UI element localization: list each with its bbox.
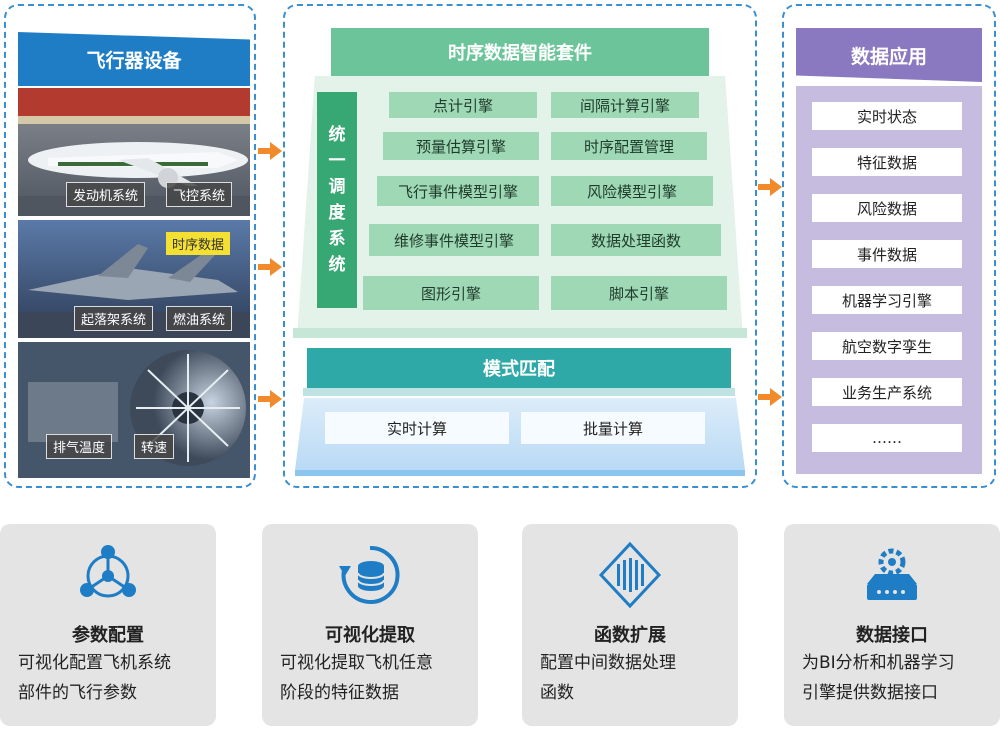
card-desc-line: 可视化配置飞机系统 (18, 653, 171, 673)
apps-title: 数据应用 (796, 28, 982, 82)
app-item: 特征数据 (812, 148, 962, 176)
app-item: 航空数字孪生 (812, 332, 962, 360)
suite-panel: 时序数据智能套件 统 一 调 度 系 统 点计引擎 间隔计算引擎 预量估算引擎 … (283, 4, 757, 488)
side-char: 统 (328, 255, 346, 275)
card-desc: 可视化配置飞机系统 部件的飞行参数 (18, 648, 206, 708)
card-desc: 可视化提取飞机任意 阶段的特征数据 (280, 648, 468, 708)
timeseries-tag: 时序数据 (166, 232, 231, 255)
aircraft-panel: 飞行器设备 发动机系统 飞控系统 时序数据 起落架系统 燃油系 (4, 4, 256, 488)
card-title: 参数配置 (72, 625, 144, 646)
engine-cell: 脚本引擎 (551, 276, 727, 310)
flight-control-label: 飞控系统 (166, 182, 233, 207)
card-desc-line: 阶段的特征数据 (280, 683, 399, 703)
landing-gear-label: 起落架系统 (74, 306, 154, 331)
engine-cell: 图形引擎 (363, 276, 539, 310)
side-char: 调 (328, 177, 346, 197)
side-char: 统 (328, 125, 346, 145)
pattern-base (303, 388, 735, 396)
exhaust-temp-label: 排气温度 (46, 434, 113, 459)
app-item: 风险数据 (812, 194, 962, 222)
app-item: 实时状态 (812, 102, 962, 130)
database-refresh-icon (339, 545, 400, 604)
card-desc-line: 可视化提取飞机任意 (280, 653, 433, 673)
side-char: 系 (328, 229, 346, 249)
side-char: 一 (328, 151, 346, 171)
aircraft-title: 飞行器设备 (18, 32, 250, 86)
engine-cell: 点计引擎 (389, 92, 537, 118)
engine-cell: 预量估算引擎 (383, 132, 539, 160)
realtime-compute-cell: 实时计算 (325, 412, 509, 444)
suite-title: 时序数据智能套件 (331, 28, 709, 76)
card-data-interface: 数据接口 为BI分析和机器学习 引擎提供数据接口 (784, 524, 1000, 726)
diamond-bars-icon (598, 541, 662, 609)
server-gear-icon (867, 548, 917, 600)
batch-compute-cell: 批量计算 (521, 412, 705, 444)
engine-cell: 风险模型引擎 (551, 176, 713, 206)
aircraft-photo: 发动机系统 飞控系统 (18, 88, 250, 216)
engine-cell: 飞行事件模型引擎 (377, 176, 539, 206)
input-arrows (258, 142, 282, 408)
card-title: 数据接口 (856, 625, 928, 646)
fuel-system-label: 燃油系统 (166, 306, 233, 331)
output-arrows (758, 178, 782, 406)
card-visual-extract: 可视化提取 可视化提取飞机任意 阶段的特征数据 (262, 524, 478, 726)
card-desc: 为BI分析和机器学习 引擎提供数据接口 (802, 648, 990, 708)
engine-cell: 时序配置管理 (551, 132, 707, 160)
card-desc-line: 配置中间数据处理 (540, 653, 676, 673)
app-item: 业务生产系统 (812, 378, 962, 406)
card-parameter-config: 参数配置 可视化配置飞机系统 部件的飞行参数 (0, 524, 216, 726)
suite-base (293, 328, 747, 338)
fighter-photo: 时序数据 起落架系统 燃油系统 (18, 220, 250, 338)
engine-photo: 排气温度 转速 (18, 342, 250, 478)
apps-panel: 数据应用 实时状态 特征数据 风险数据 事件数据 机器学习引擎 航空数字孪生 业… (782, 4, 996, 488)
compute-base (295, 470, 745, 476)
card-title: 可视化提取 (325, 625, 415, 646)
card-desc-line: 引擎提供数据接口 (802, 683, 938, 703)
card-function-extension: 函数扩展 配置中间数据处理 函数 (522, 524, 738, 726)
card-desc: 配置中间数据处理 函数 (540, 648, 728, 708)
app-item: 机器学习引擎 (812, 286, 962, 314)
card-title: 函数扩展 (594, 625, 666, 646)
network-nodes-icon (80, 545, 136, 598)
side-char: 度 (328, 203, 346, 223)
pattern-matching-bar: 模式匹配 (307, 348, 731, 388)
engine-cell: 数据处理函数 (551, 224, 721, 256)
engine-cell: 间隔计算引擎 (551, 92, 699, 118)
app-item: …… (812, 424, 962, 452)
apps-body (796, 86, 982, 474)
card-desc-line: 函数 (540, 683, 574, 703)
app-item: 事件数据 (812, 240, 962, 268)
card-desc-line: 为BI分析和机器学习 (802, 653, 955, 673)
engine-system-label: 发动机系统 (66, 182, 146, 207)
unified-scheduling-label: 统 一 调 度 系 统 (317, 92, 357, 308)
rotation-speed-label: 转速 (134, 434, 175, 459)
engine-cell: 维修事件模型引擎 (369, 224, 539, 256)
card-desc-line: 部件的飞行参数 (18, 683, 137, 703)
